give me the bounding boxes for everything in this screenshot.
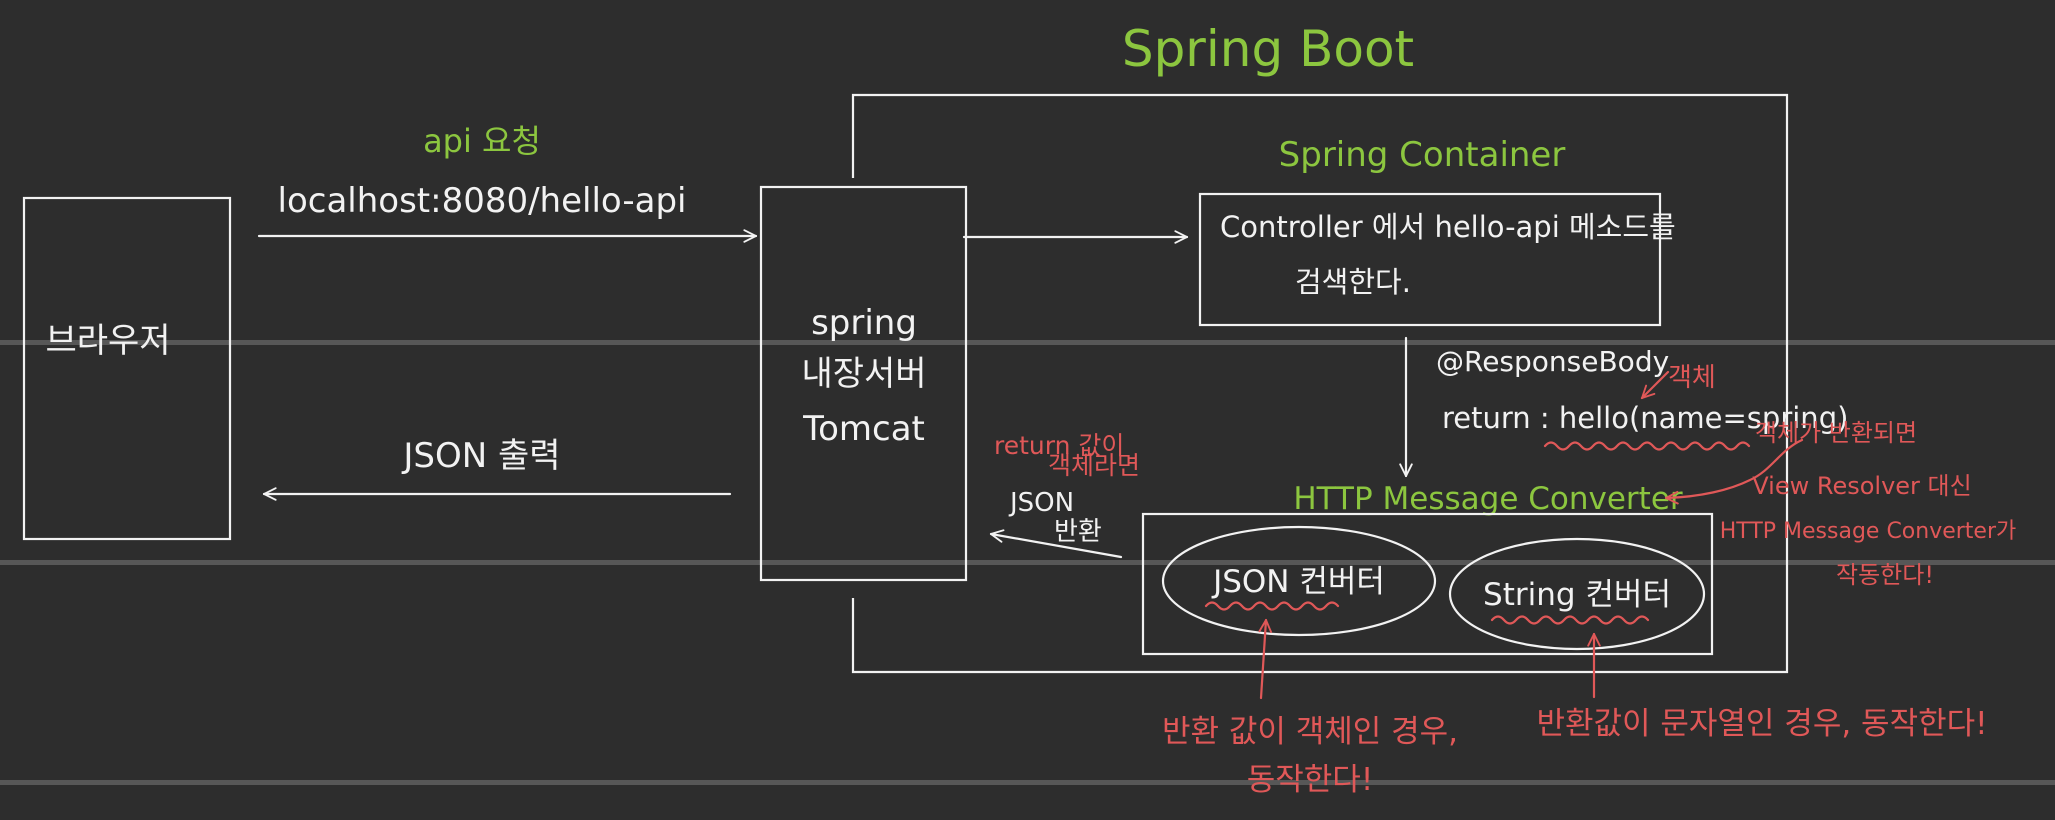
json-note-line-2: 동작한다! bbox=[1247, 762, 1374, 798]
side-note-line-3: HTTP Message Converter가 bbox=[1720, 519, 2017, 544]
request-label: api 요청 bbox=[423, 122, 541, 160]
string-converter-underline bbox=[1490, 615, 1650, 625]
string-converter-ellipse bbox=[1448, 537, 1706, 651]
background-rule-top bbox=[0, 340, 2055, 345]
converter-box bbox=[1141, 512, 1714, 656]
browser-box bbox=[22, 196, 232, 541]
server-line-1: spring bbox=[811, 303, 917, 343]
side-note-line-2: View Resolver 대신 bbox=[1752, 472, 1971, 500]
json-return-line-1: JSON bbox=[1008, 488, 1074, 518]
spring-boot-frame bbox=[851, 93, 1789, 674]
json-return-line-2: 반환 bbox=[1054, 517, 1102, 547]
controller-line-1: Controller 에서 hello-api 메소드를 bbox=[1220, 210, 1676, 244]
json-converter-ellipse bbox=[1161, 525, 1437, 637]
response-label: JSON 출력 bbox=[401, 436, 560, 476]
json-note-arrow bbox=[1261, 620, 1266, 700]
json-converter-underline bbox=[1204, 601, 1340, 611]
string-converter-label: String 컨버터 bbox=[1483, 577, 1671, 613]
side-note-line-1: 객체가 반환되면 bbox=[1755, 419, 1917, 447]
object-note: 객체 bbox=[1668, 363, 1716, 393]
background-rule-middle bbox=[0, 560, 2055, 565]
json-return-arrow bbox=[991, 534, 1123, 559]
request-url: localhost:8080/hello-api bbox=[278, 181, 687, 221]
server-line-2: 내장서버 bbox=[801, 354, 926, 394]
return-statement: return : hello(name=spring) bbox=[1442, 401, 1848, 435]
controller-box bbox=[1198, 192, 1662, 327]
response-body-annotation: @ResponseBody bbox=[1436, 345, 1669, 378]
server-line-3: Tomcat bbox=[802, 409, 925, 449]
object-note-arrow bbox=[1642, 370, 1670, 398]
side-note-line-4: 작동한다! bbox=[1836, 561, 1934, 589]
embedded-server-box bbox=[759, 185, 968, 582]
json-note-line-1: 반환 값이 객체인 경우, bbox=[1162, 714, 1458, 750]
return-note-line-1: return 값이 bbox=[994, 431, 1124, 460]
browser-label: 브라우저 bbox=[45, 321, 170, 361]
side-note-arrow bbox=[1666, 438, 1804, 498]
string-note: 반환값이 문자열인 경우, 동작한다! bbox=[1536, 706, 1987, 742]
json-converter-label: JSON 컨버터 bbox=[1211, 564, 1385, 600]
controller-line-2: 검색한다. bbox=[1295, 265, 1411, 299]
background-rule-bottom bbox=[0, 780, 2055, 785]
return-statement-underline bbox=[1543, 441, 1751, 451]
container-label: Spring Container bbox=[1279, 135, 1566, 175]
return-note-line-2: 객체라면 bbox=[1048, 451, 1140, 480]
converter-label: HTTP Message Converter bbox=[1293, 481, 1683, 517]
diagram-title: Spring Boot bbox=[1122, 20, 1414, 78]
